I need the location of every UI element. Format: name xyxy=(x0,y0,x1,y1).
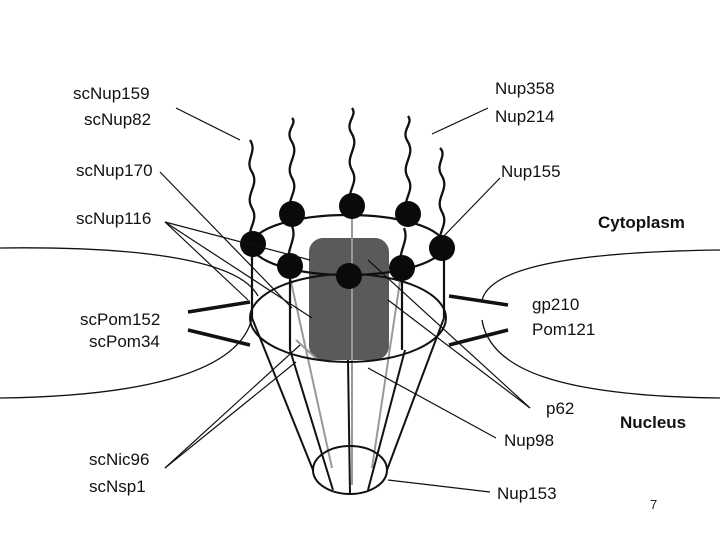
envelope-left-upper xyxy=(0,247,259,297)
bead xyxy=(395,201,421,227)
bead xyxy=(279,201,305,227)
ring-beads xyxy=(240,193,455,289)
label-scnup82: scNup82 xyxy=(84,110,151,129)
label-scnup170: scNup170 xyxy=(76,161,153,180)
label-nup214: Nup214 xyxy=(495,107,555,126)
label-scnup159: scNup159 xyxy=(73,84,150,103)
label-scpom152: scPom152 xyxy=(80,310,160,329)
bead xyxy=(336,263,362,289)
bead xyxy=(429,235,455,261)
label-scnup116: scNup116 xyxy=(76,209,151,228)
leader-lines xyxy=(159,107,531,493)
right-labels: Nup358 Nup214 Nup155 gp210 Pom121 p62 Nu… xyxy=(495,79,595,503)
label-scnic96: scNic96 xyxy=(89,450,149,469)
label-nup358: Nup358 xyxy=(495,79,555,98)
label-scpom34: scPom34 xyxy=(89,332,160,351)
bead xyxy=(240,231,266,257)
left-labels: scNup159 scNup82 scNup170 scNup116 scPom… xyxy=(73,84,160,496)
label-nup153: Nup153 xyxy=(497,484,557,503)
label-cytoplasm: Cytoplasm xyxy=(598,213,685,232)
envelope-left-lower xyxy=(0,317,253,399)
label-nup155: Nup155 xyxy=(501,162,561,181)
envelope-right-upper xyxy=(481,249,720,301)
central-transporter xyxy=(309,238,389,360)
bead xyxy=(389,255,415,281)
page-number: 7 xyxy=(650,497,657,512)
label-pom121: Pom121 xyxy=(532,320,595,339)
label-nup98: Nup98 xyxy=(504,431,554,450)
bead xyxy=(339,193,365,219)
bead xyxy=(277,253,303,279)
envelope-right-lower xyxy=(481,319,720,399)
label-nucleus: Nucleus xyxy=(620,413,686,432)
label-scnsp1: scNsp1 xyxy=(89,477,146,496)
label-gp210: gp210 xyxy=(532,295,579,314)
nuclear-envelope xyxy=(0,247,720,399)
inner-spokes xyxy=(287,208,403,485)
label-p62: p62 xyxy=(546,399,574,418)
